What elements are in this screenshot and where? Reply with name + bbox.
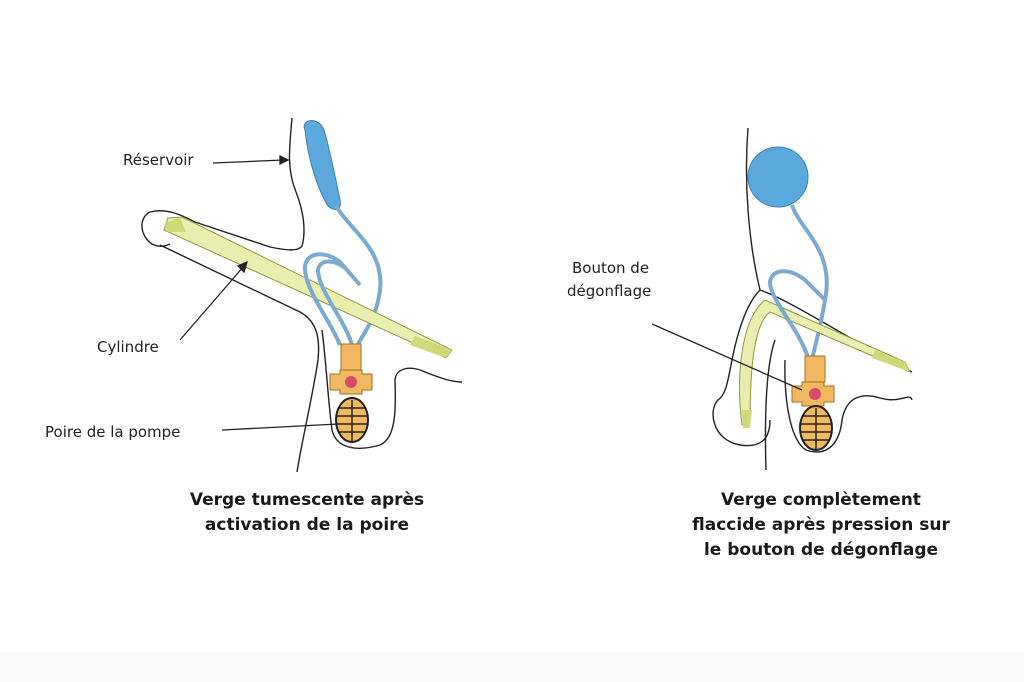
caption-right: Verge complètement flaccide après pressi… (671, 488, 971, 563)
right-device (739, 146, 912, 451)
label-deflation-button-line2: dégonflage (567, 282, 652, 300)
label-reservoir: Réservoir (123, 151, 194, 169)
button-left (345, 376, 357, 388)
label-deflation-button-line1: Bouton de (572, 259, 650, 277)
tube-loop-right (767, 269, 827, 359)
left-anatomy-outline (141, 117, 463, 473)
reservoir-left (303, 120, 341, 210)
caption-left-line2: activation de la poire (204, 515, 410, 535)
bottom-band (0, 652, 1024, 682)
left-device (163, 120, 453, 443)
tube-loop-left (302, 252, 362, 346)
cylinder-rear-tip-left (410, 336, 452, 358)
pump-stem-left (340, 343, 362, 373)
caption-right-line3: le bouton de dégonflage (703, 540, 939, 560)
reservoir-right (747, 146, 809, 208)
right-leader-line (651, 323, 803, 391)
caption-left: Verge tumescente après activation de la … (157, 488, 457, 538)
cylinder-tip-left (164, 217, 186, 232)
left-leader-lines (179, 154, 339, 431)
tube-reservoir-right (790, 204, 829, 361)
deflation-button-right (809, 388, 821, 400)
caption-right-line2: flaccide après pression sur (692, 515, 950, 535)
caption-right-line1: Verge complètement (721, 490, 921, 510)
label-pump: Poire de la pompe (45, 423, 181, 441)
label-cylinder: Cylindre (97, 338, 159, 356)
tube-reservoir-left (334, 204, 383, 349)
pump-stem-right (804, 355, 826, 383)
caption-left-line1: Verge tumescente après (189, 490, 425, 510)
